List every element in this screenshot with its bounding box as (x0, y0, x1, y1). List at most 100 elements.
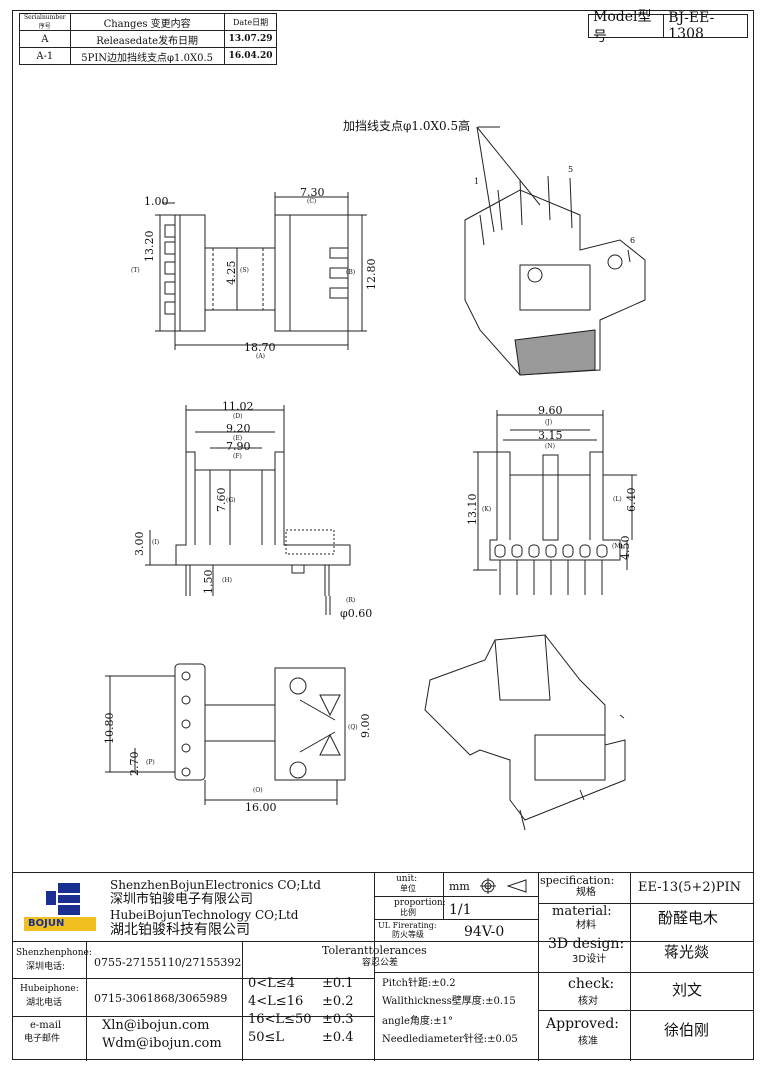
approved-label-cn: 核准 (578, 1036, 598, 1047)
dim-label: 1.50 (202, 569, 215, 595)
dim-label: 7.90 (226, 440, 251, 453)
projection-symbol-icon (478, 878, 536, 894)
dim-label: (Q) (348, 724, 358, 731)
tolerance-value: ±0.3 (322, 1012, 354, 1027)
design-value: 蒋光燚 (664, 943, 710, 961)
dim-label: (H) (222, 577, 232, 584)
pin-label: 6 (630, 236, 636, 245)
company-name-en: ShenzhenBojunElectronics CO;Ltd (110, 878, 321, 892)
dim-label: 11.02 (222, 400, 254, 413)
sz-phone-label: Shenzhenphone: (16, 948, 92, 958)
revision-table: Serialnumber序号 Changes 变更内容 Date日期 A Rel… (19, 13, 278, 65)
unit-value: mm (449, 880, 470, 893)
note-label: 加挡线支点φ1.0X0.5高 (343, 119, 471, 133)
tolerance-range: 0<L≤4 (248, 976, 295, 991)
drawing-frame (12, 10, 754, 1060)
spec-line: Pitch针距:±0.2 (382, 978, 456, 989)
company-name-cn: 深圳市铂骏电子有限公司 (110, 892, 254, 907)
hb-phone-label-cn: 湖北电话 (26, 998, 63, 1008)
dim-label: (M) (612, 543, 623, 550)
model-label: Model型号 (593, 9, 652, 45)
rev-row-serial: A-1 (19, 47, 71, 65)
dim-label: 6.40 (625, 487, 638, 513)
spec-line: Wallthickness壁厚度:±0.15 (382, 996, 516, 1007)
spec-line: angle角度:±1° (382, 1016, 454, 1027)
tolerance-range: 50≤L (248, 1030, 285, 1045)
dim-label: 1.00 (144, 195, 169, 208)
dim-label: (I) (152, 539, 160, 546)
dim-label: 13.10 (466, 493, 479, 526)
dim-label: (N) (545, 443, 555, 450)
dim-label: (S) (240, 267, 249, 274)
ul-value: 94V-0 (464, 924, 505, 940)
dim-label: (K) (482, 506, 492, 513)
sz-phone-value: 0755-27155110/27155392 (94, 956, 242, 969)
dim-label: 2.70 (128, 751, 141, 777)
dim-label: 4.25 (225, 260, 238, 286)
unit-label-cn: 单位 (400, 884, 416, 893)
dim-label: 3.15 (538, 429, 563, 442)
tolerance-title-cn: 容忍公差 (362, 958, 399, 968)
dim-label: 9.60 (538, 404, 563, 417)
material-label: material: (552, 904, 612, 919)
tolerance-title: Toleranttolerances (322, 944, 427, 957)
title-block: BOJUN ShenzhenBojunElectronics CO;Ltd 深圳… (12, 872, 754, 1061)
spec-label: specification: (540, 874, 615, 887)
dim-label: (F) (233, 453, 242, 460)
dim-label: (O) (253, 787, 263, 794)
spec-label-cn: 规格 (576, 887, 596, 898)
tolerance-value: ±0.2 (322, 994, 354, 1009)
technical-drawing (105, 126, 646, 831)
dim-label: 9.20 (226, 422, 251, 435)
rev-row-date: 16.04.20 (223, 47, 278, 65)
ul-label: UL Firerating: (378, 921, 437, 930)
ul-label-cn: 防火等级 (392, 930, 424, 939)
dim-label: 18.70 (244, 341, 276, 354)
proportion-label: proportion: (394, 898, 446, 908)
iso-view-bottom (424, 634, 626, 831)
email-value: Xln@ibojun.com (102, 1018, 210, 1033)
email-label: e-mail (30, 1020, 62, 1031)
dim-label: (T) (131, 267, 140, 274)
dim-label: (G) (226, 497, 236, 504)
model-value: BJ-EE-1308 (668, 10, 715, 42)
check-value: 刘文 (672, 981, 703, 999)
company-name-cn: 湖北铂骏科技有限公司 (110, 922, 250, 938)
dim-label: (J) (545, 419, 553, 426)
iso-view-top (464, 126, 646, 376)
dim-label: φ0.60 (340, 607, 373, 620)
design-label-cn: 3D设计 (572, 954, 607, 965)
sz-phone-label-cn: 深圳电话: (26, 962, 66, 972)
unit-label: unit: (396, 874, 418, 884)
check-label-cn: 核对 (578, 996, 598, 1007)
dim-label: (E) (233, 435, 243, 442)
tolerance-range: 4<L≤16 (248, 994, 304, 1009)
spec-line: Needlediameter针径:±0.05 (382, 1034, 518, 1045)
dim-label: (B) (346, 269, 356, 276)
bottom-view (105, 663, 346, 805)
company-logo: BOJUN (18, 881, 102, 933)
company-name-en: HubeiBojunTechnology CO;Ltd (110, 908, 299, 922)
dim-label: (D) (233, 413, 243, 420)
model-box: Model型号 BJ-EE-1308 (588, 9, 748, 45)
dim-label: 13.20 (143, 230, 156, 263)
email-label-cn: 电子邮件 (24, 1034, 61, 1044)
dim-label: 7.30 (300, 186, 325, 199)
spec-value: EE-13(5+2)PIN (638, 880, 741, 895)
pin-label: 1 (474, 177, 480, 186)
approved-label: Approved: (546, 1016, 620, 1032)
tolerance-value: ±0.1 (322, 976, 354, 991)
design-label: 3D design: (548, 936, 625, 952)
hb-phone-value: 0715-3061868/3065989 (94, 992, 228, 1005)
dim-label: 3.00 (133, 531, 146, 557)
proportion-value: 1/1 (449, 902, 472, 918)
approved-value: 徐伯刚 (664, 1021, 710, 1039)
proportion-label-cn: 比例 (400, 908, 416, 917)
front-view (473, 410, 637, 595)
dim-label: 10.80 (103, 712, 116, 745)
side-view (145, 405, 351, 615)
dim-label: (R) (346, 597, 356, 604)
email-value: Wdm@ibojun.com (102, 1036, 222, 1051)
dim-label: (P) (146, 759, 155, 766)
material-value: 酚醛电木 (658, 909, 719, 927)
